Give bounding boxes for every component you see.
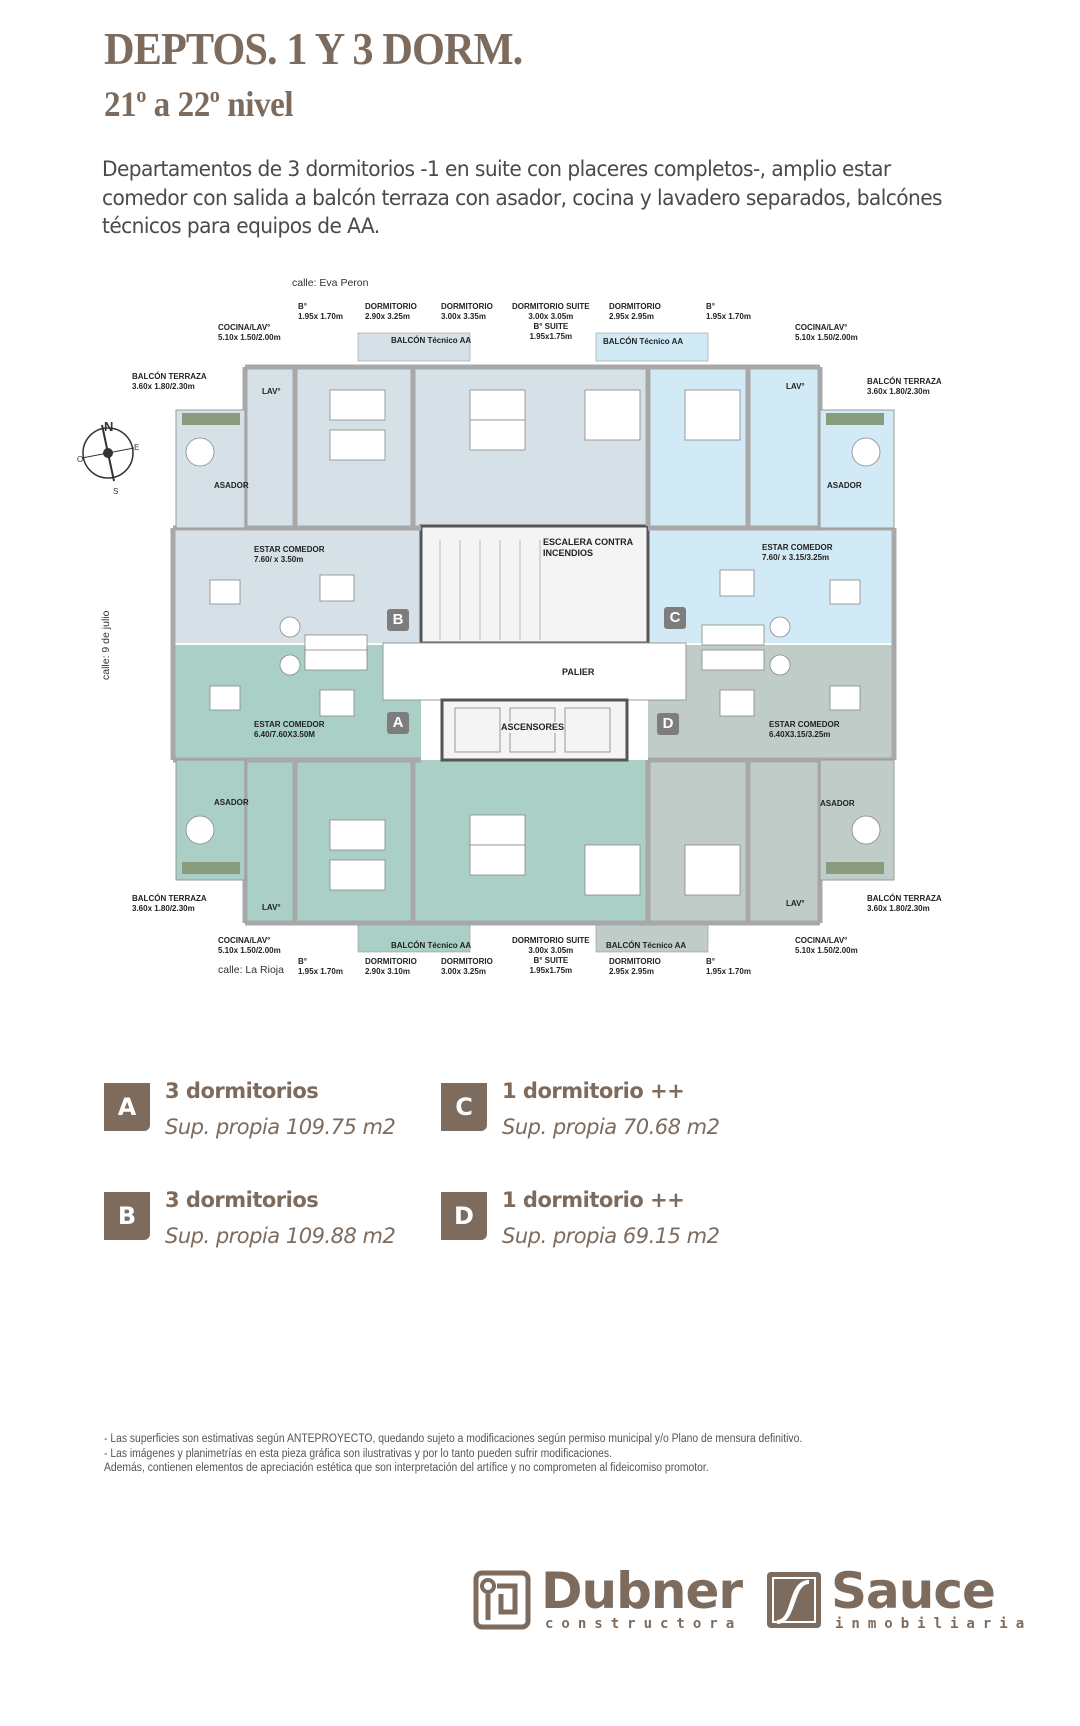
- label-laundry: LAV°: [786, 899, 805, 908]
- label-kitchen: COCINA/LAV°5.10x 1.50/2.00m: [795, 936, 858, 955]
- note: Además, contienen elementos de apreciaci…: [104, 1462, 709, 1474]
- legend-area: Sup. propia 109.88 m2: [165, 1224, 396, 1248]
- legend-title: 1 dormitorio ++: [502, 1188, 685, 1212]
- floor-plan: N E O S calle: Eva Peron calle: La Rioja…: [77, 277, 942, 976]
- compass-west: O: [77, 455, 84, 464]
- balcony-technical: [595, 923, 709, 953]
- disclaimer-notes: - Las superficies son estimativas según …: [104, 1432, 802, 1476]
- legend-area: Sup. propia 70.68 m2: [502, 1115, 720, 1139]
- page-title: DEPTOS. 1 Y 3 DORM.: [104, 23, 523, 74]
- label-elevators: ASCENSORES: [501, 722, 565, 733]
- label-laundry: LAV°: [262, 387, 281, 396]
- compass-icon: [81, 424, 135, 482]
- sauce-subtitle: inmobiliaria: [835, 1616, 1033, 1632]
- unit-badge-a: A: [387, 712, 409, 734]
- legend-letter: D: [441, 1192, 487, 1240]
- note: - Las imágenes y planimetrías en esta pi…: [104, 1447, 612, 1460]
- street-top: calle: Eva Peron: [292, 277, 369, 289]
- level-end: a 22: [145, 84, 211, 124]
- label-balcony-technical: BALCÓN Técnico AA: [603, 337, 684, 346]
- unit-badge-d: D: [657, 713, 679, 735]
- description: Departamentos de 3 dormitorios -1 en sui…: [102, 157, 943, 238]
- label-grill: ASADOR: [827, 481, 862, 490]
- label-grill: ASADOR: [820, 799, 855, 808]
- note: - Las superficies son estimativas según …: [104, 1433, 803, 1445]
- compass-north: N: [104, 419, 114, 434]
- street-bottom: calle: La Rioja: [218, 964, 284, 976]
- legend-letter: B: [104, 1192, 150, 1240]
- dubner-name: Dubner: [541, 1562, 743, 1620]
- legend-area: Sup. propia 69.15 m2: [502, 1224, 720, 1248]
- label-bathroom: B°1.95x 1.70m: [298, 957, 343, 976]
- sauce-logo-icon: [767, 1572, 821, 1628]
- sauce-name: Sauce: [831, 1562, 996, 1620]
- dubner-logo-icon: [473, 1570, 531, 1630]
- palier-hall: [382, 642, 687, 701]
- level-start: 21: [104, 84, 137, 124]
- compass-south: S: [113, 487, 119, 496]
- label-kitchen: COCINA/LAV°5.10x 1.50/2.00m: [218, 323, 281, 342]
- balcony-technical: [595, 332, 709, 362]
- page-subtitle: 21o a 22o nivel: [104, 82, 294, 125]
- legend-unit-b: B 3 dormitorios Sup. propia 109.88 m2: [104, 1188, 424, 1252]
- label-kitchen: COCINA/LAV°5.10x 1.50/2.00m: [218, 936, 281, 955]
- legend-title: 3 dormitorios: [165, 1079, 319, 1103]
- level-word: nivel: [219, 84, 294, 124]
- legend-unit-a: A 3 dormitorios Sup. propia 109.75 m2: [104, 1079, 424, 1143]
- unit-badge-c: C: [664, 607, 686, 629]
- label-laundry: LAV°: [262, 903, 281, 912]
- legend-letter: A: [104, 1083, 150, 1131]
- legend-area: Sup. propia 109.75 m2: [165, 1115, 396, 1139]
- sauce-logo: Sauce inmobiliaria: [765, 1562, 1024, 1638]
- legend-unit-d: D 1 dormitorio ++ Sup. propia 69.15 m2: [441, 1188, 761, 1252]
- label-palier: PALIER: [562, 667, 595, 677]
- legend-title: 3 dormitorios: [165, 1188, 319, 1212]
- label-bathroom: B°1.95x 1.70m: [706, 957, 751, 976]
- label-balcony-technical: BALCÓN Técnico AA: [391, 336, 472, 345]
- dubner-logo: Dubner constructora: [473, 1562, 743, 1638]
- ordinal-mark: o: [136, 82, 146, 107]
- label-bathroom: B°1.95x 1.70m: [706, 302, 751, 321]
- label-bathroom: B°1.95x 1.70m: [298, 302, 343, 321]
- balcony-technical: [357, 332, 471, 362]
- street-left: calle: 9 de julio: [100, 610, 112, 680]
- legend-title: 1 dormitorio ++: [502, 1079, 685, 1103]
- label-balcony-technical: BALCÓN Técnico AA: [391, 941, 472, 950]
- label-laundry: LAV°: [786, 382, 805, 391]
- label-grill: ASADOR: [214, 481, 249, 490]
- legend-unit-c: C 1 dormitorio ++ Sup. propia 70.68 m2: [441, 1079, 761, 1143]
- dubner-subtitle: constructora: [545, 1616, 743, 1632]
- unit-badge-b: B: [387, 609, 409, 631]
- floor-plan-drawing: [81, 332, 897, 953]
- label-grill: ASADOR: [214, 798, 249, 807]
- label-kitchen: COCINA/LAV°5.10x 1.50/2.00m: [795, 323, 858, 342]
- label-balcony-technical: BALCÓN Técnico AA: [606, 941, 687, 950]
- legend-letter: C: [441, 1083, 487, 1131]
- balcony-technical: [357, 923, 471, 953]
- ordinal-mark: o: [209, 82, 220, 107]
- compass-east: E: [134, 443, 140, 452]
